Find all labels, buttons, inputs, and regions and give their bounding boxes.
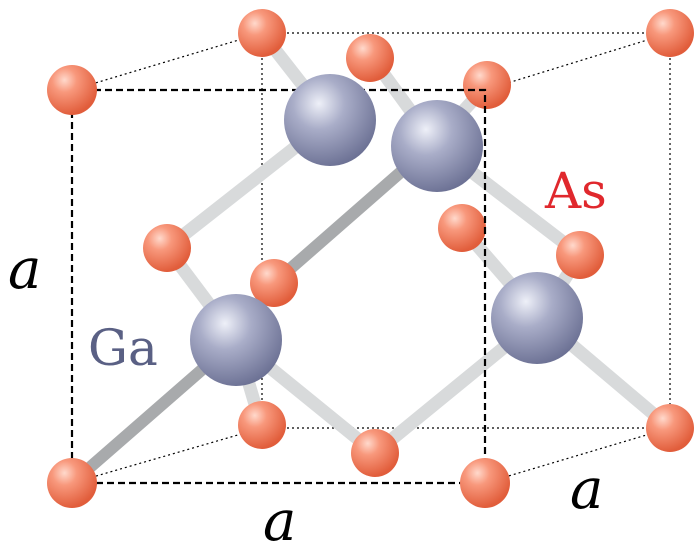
- ga-label: Ga: [88, 319, 158, 377]
- ga-atom: [391, 100, 483, 192]
- lattice-constant-bottom-label: a: [263, 489, 296, 549]
- ga-atoms: [190, 74, 583, 386]
- as-atom: [346, 34, 394, 82]
- cube-back-edges: [71, 32, 671, 484]
- cube-front-face: [70, 88, 487, 485]
- lattice-constant-right-label: a: [570, 457, 603, 522]
- as-label: As: [544, 162, 607, 220]
- as-atom: [47, 458, 97, 508]
- as-atom: [463, 61, 511, 109]
- as-atom: [556, 231, 604, 279]
- as-atom: [351, 429, 399, 477]
- as-atom: [460, 458, 510, 508]
- as-atoms-front: [47, 65, 604, 508]
- as-atom: [47, 65, 97, 115]
- as-atom: [238, 401, 286, 449]
- ga-atom: [190, 294, 282, 386]
- as-atom: [143, 224, 191, 272]
- as-atom: [238, 9, 286, 57]
- as-atoms-back: [238, 9, 694, 452]
- as-atom: [438, 204, 486, 252]
- as-atom: [250, 259, 298, 307]
- as-atom: [646, 9, 694, 57]
- lattice-constant-left-label: a: [8, 237, 41, 302]
- as-atom: [646, 404, 694, 452]
- ga-atom: [284, 74, 376, 166]
- ga-atom: [491, 272, 583, 364]
